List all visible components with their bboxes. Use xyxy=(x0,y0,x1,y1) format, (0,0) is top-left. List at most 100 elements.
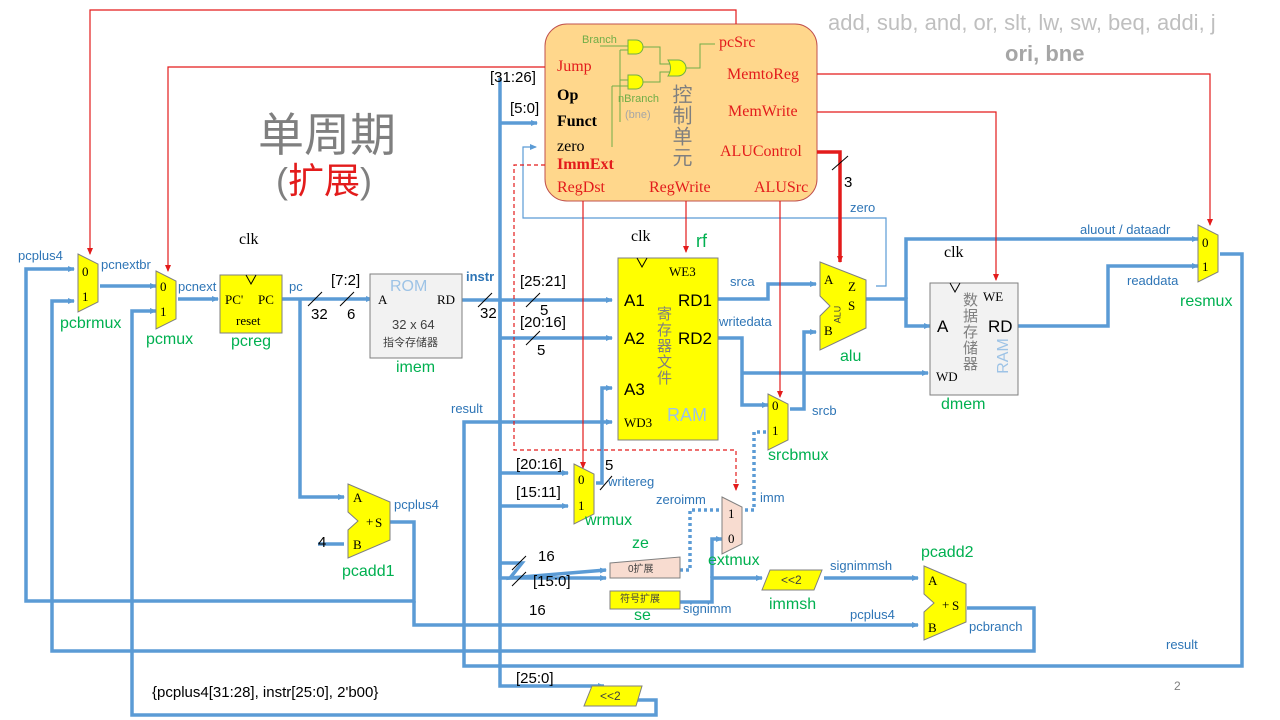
extmux-label: extmux xyxy=(708,552,760,569)
page-title: 单周期 xyxy=(258,109,396,161)
immsh-label: immsh xyxy=(769,596,817,613)
branch-label: Branch xyxy=(582,34,617,46)
wrmux-rd-field: [15:11] xyxy=(516,484,561,501)
pcadd2-label: pcadd2 xyxy=(921,544,974,561)
alusrc-signal: ALUSrc xyxy=(754,179,809,196)
pcreg-pc-in: PC' xyxy=(225,292,244,307)
writedata-label: writedata xyxy=(719,314,772,329)
rf-a1: A1 xyxy=(624,291,645,310)
rf-wd3: WD3 xyxy=(624,415,653,430)
dmem-a: A xyxy=(937,317,949,336)
alucontrol-width: 3 xyxy=(844,174,853,191)
srcb-label: srcb xyxy=(812,403,837,418)
resmux-in1: 1 xyxy=(1202,259,1209,274)
ze-label: ze xyxy=(632,535,649,552)
alu-port-s: S xyxy=(848,298,856,313)
control-wires xyxy=(87,9,1213,469)
dmem-we: WE xyxy=(983,289,1004,304)
dmem-ram: RAM xyxy=(994,338,1012,374)
immext-wire xyxy=(513,164,739,491)
zero-label: zero xyxy=(850,200,876,215)
rf-ram: RAM xyxy=(667,405,707,425)
writereg-width: 5 xyxy=(605,457,614,474)
pcnextbr-label: pcnextbr xyxy=(101,257,151,272)
rf-we3: WE3 xyxy=(669,264,696,279)
alucontrol-bus xyxy=(817,150,843,263)
imem-port-rd: RD xyxy=(437,292,456,307)
resmux-shape xyxy=(1197,224,1219,283)
imem-size: 32 x 64 xyxy=(392,317,435,332)
pcadd1-label: pcadd1 xyxy=(342,563,395,580)
pcplus4-label: pcplus4 xyxy=(394,497,439,512)
memwrite-signal: MemWrite xyxy=(728,103,798,120)
bus-ticks xyxy=(307,155,849,587)
const-four: 4 xyxy=(318,534,327,551)
jump-field: [25:0] xyxy=(516,670,554,687)
dmem-rd: RD xyxy=(988,317,1013,336)
pcadd1-port-s: S xyxy=(375,515,383,530)
rf-a2: A2 xyxy=(624,329,645,348)
imem-port-a: A xyxy=(378,292,388,307)
imem-rom: ROM xyxy=(390,278,428,295)
result-label-right: result xyxy=(1166,637,1198,652)
mux-shapes xyxy=(77,224,1219,525)
pcmux-in0: 0 xyxy=(160,279,167,294)
dmem-wd: WD xyxy=(936,369,958,384)
imem-addr-bits: [7:2] xyxy=(331,272,361,289)
rf-rd1: RD1 xyxy=(678,291,713,310)
rt-field: [20:16] xyxy=(520,314,566,331)
alu-label: alu xyxy=(840,348,862,365)
result-label-left: result xyxy=(451,401,483,416)
pcadd1-plus: + xyxy=(366,514,374,529)
zeroimm-label: zeroimm xyxy=(656,492,706,507)
or-gate-pcsrc xyxy=(667,59,687,77)
pcmux-in1: 1 xyxy=(160,304,167,319)
imm-field: [15:0] xyxy=(533,573,571,590)
rs-field: [25:21] xyxy=(520,273,566,290)
writereg-label: writereg xyxy=(608,474,655,489)
pcmux-label: pcmux xyxy=(146,331,194,348)
imm-label: imm xyxy=(760,490,785,505)
rf-label: rf xyxy=(696,231,707,251)
page-number: 2 xyxy=(1174,679,1181,693)
alu-shape xyxy=(819,261,867,351)
pcadd1-port-a: A xyxy=(353,490,363,505)
immsh-op: <<2 xyxy=(781,573,802,587)
wrmux-in1: 1 xyxy=(578,498,585,513)
dmem-clk: clk xyxy=(944,244,964,261)
extmux-in1: 1 xyxy=(728,506,735,521)
instruction-list: add, sub, and, or, slt, lw, sw, beq, add… xyxy=(828,10,1216,35)
bne-label: (bne) xyxy=(625,109,651,121)
pcbranch-label: pcbranch xyxy=(969,619,1023,634)
jump-shift-op: <<2 xyxy=(600,689,621,703)
addr-width: 6 xyxy=(347,306,356,323)
pcreg-reset: reset xyxy=(236,313,261,328)
rs-width: 5 xyxy=(540,302,549,319)
se-desc: 符号扩展 xyxy=(620,594,660,605)
regwrite-signal: RegWrite xyxy=(649,179,711,196)
ze-box xyxy=(609,556,681,579)
op-field: [31:26] xyxy=(490,69,536,86)
alu-port-b: B xyxy=(824,323,833,338)
srcbmux-in0: 0 xyxy=(772,398,779,413)
readdata-label: readdata xyxy=(1127,273,1179,288)
branch-gates xyxy=(627,39,687,90)
dmem-box xyxy=(929,282,1019,396)
aluout-label: aluout / dataadr xyxy=(1080,222,1171,237)
imem-box xyxy=(369,273,463,359)
se-width: 16 xyxy=(529,602,546,619)
datapath-wires xyxy=(24,78,1244,717)
rf-a3: A3 xyxy=(624,380,645,399)
pcadd2-shape xyxy=(923,565,967,641)
pc-width: 32 xyxy=(311,306,328,323)
srcbmux-in1: 1 xyxy=(772,423,779,438)
and-gate-nbranch xyxy=(627,74,644,90)
ze-width: 16 xyxy=(538,548,555,565)
alu-port-z: Z xyxy=(848,279,856,294)
pcreg-label: pcreg xyxy=(231,333,272,350)
pcplus4-label-pcadd2: pcplus4 xyxy=(850,607,895,622)
resmux-in0: 0 xyxy=(1202,235,1209,250)
wrmux-rt-field: [20:16] xyxy=(516,456,562,473)
rf-desc: 寄存器文件 xyxy=(655,306,672,386)
alucontrol-signal: ALUControl xyxy=(720,143,802,160)
